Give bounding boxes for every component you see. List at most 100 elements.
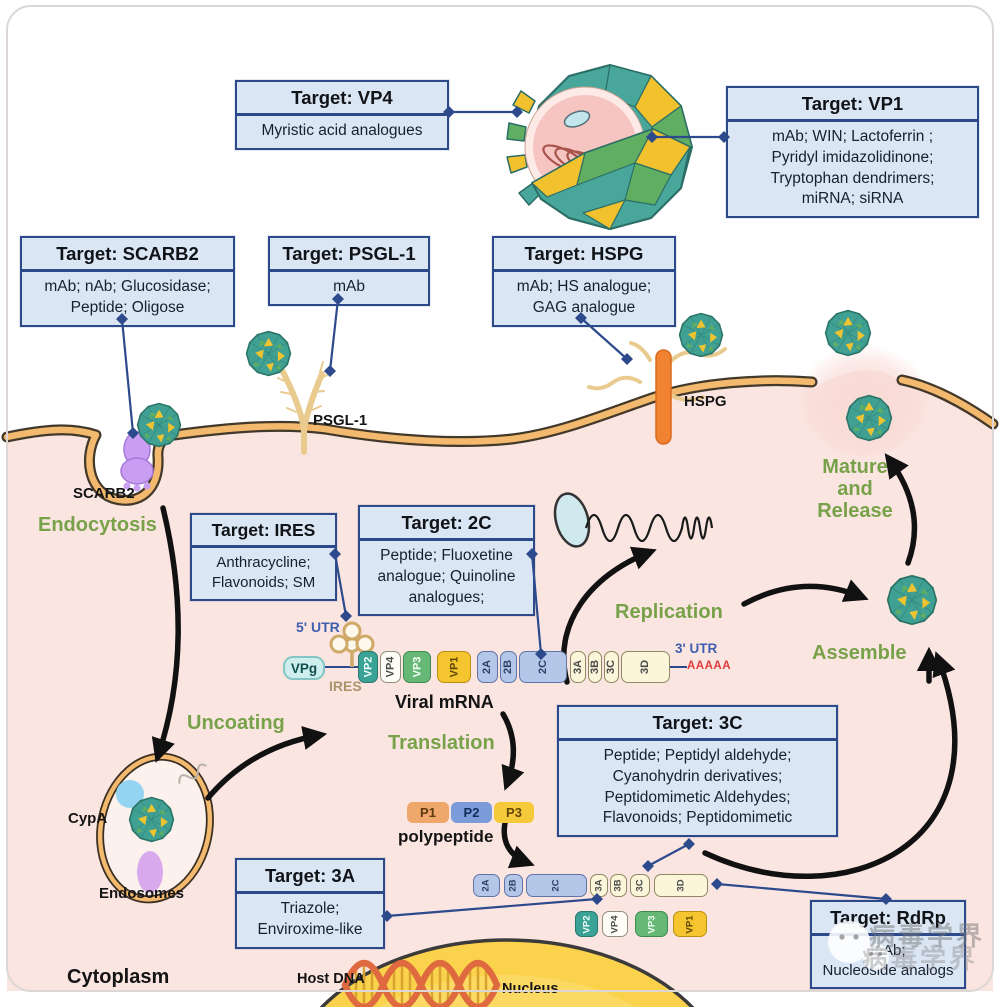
genome-seg-vp2: VP2 (358, 651, 378, 683)
cytoplasm-label: Cytoplasm (67, 966, 170, 988)
assemble-arrow (741, 579, 869, 607)
virus-particle (128, 796, 175, 843)
cypa-label: CypA (68, 810, 108, 827)
uncoating-arrow (205, 726, 328, 801)
drug-line: Peptide; Fluoxetine (380, 547, 513, 564)
target-box-title: Target: PSGL-1 (270, 238, 428, 272)
virus-particle (845, 394, 893, 442)
genome-seg-3a: 3A (570, 651, 586, 683)
vpg-cap: VPg (283, 656, 325, 680)
virus-particle (886, 574, 938, 626)
protein-vp3: VP3 (635, 911, 668, 937)
target-box-scarb2: Target: SCARB2 mAb; nAb; Glucosidase; Pe… (20, 236, 235, 327)
virus-particle (245, 330, 292, 377)
target-box-hspg: Target: HSPG mAb; HS analogue; GAG analo… (492, 236, 676, 327)
drug-line: mAb (333, 278, 365, 295)
target-box-title: Target: 2C (360, 507, 533, 541)
rna-coil (178, 763, 207, 784)
three-utr-label: 3' UTR (675, 641, 718, 656)
drug-line: Enviroxime-like (257, 920, 363, 938)
drug-line: analogues; (408, 588, 485, 606)
five-utr-label: 5' UTR (296, 619, 340, 635)
translation-arrow (500, 711, 525, 791)
drug-line: Tryptophan dendrimers; (770, 169, 935, 187)
virus-particle (824, 309, 872, 357)
target-box-psgl1: Target: PSGL-1 mAb (268, 236, 430, 306)
target-box-title: Target: VP4 (237, 82, 447, 116)
virus-particle (678, 312, 724, 358)
drug-line: mAb; HS analogue; (516, 278, 652, 295)
genome-seg-vp3: VP3 (403, 651, 431, 683)
drug-line: Triazole; (280, 900, 340, 917)
endosomes-label: Endosomes (99, 885, 185, 902)
host-dna-label: Host DNA (297, 971, 365, 987)
drug-line: miRNA; siRNA (801, 190, 904, 208)
protein-3c: 3C (630, 874, 650, 897)
drug-line: Flavonoids; Peptidomimetic (602, 809, 793, 827)
drug-line: Myristic acid analogues (261, 122, 423, 139)
target-box-3a: Target: 3A Triazole; Enviroxime-like (235, 858, 385, 949)
genome-seg-3b: 3B (588, 651, 602, 683)
protein-3a: 3A (590, 874, 608, 897)
drug-line: mAb; WIN; Lactoferrin ; (771, 128, 934, 145)
nucleus-label: Nucleus (502, 981, 559, 997)
poly-a-label: AAAAA (687, 660, 732, 672)
target-box-2c: Target: 2C Peptide; Fluoxetine analogue;… (358, 505, 535, 617)
drug-line: Peptide; Oligose (70, 298, 185, 316)
protein-vp4: VP4 (602, 911, 628, 937)
psgl1-label: PSGL-1 (313, 412, 368, 429)
replication-rna (553, 492, 714, 548)
stage-endocytosis: Endocytosis (38, 514, 157, 536)
target-box-title: Target: 3A (237, 860, 383, 894)
target-box-title: Target: IRES (192, 515, 335, 548)
polyprotein-p1: P1 (407, 802, 449, 823)
genome-seg-vp1: VP1 (437, 651, 471, 683)
genome-seg-2c: 2C (519, 651, 567, 683)
cleavage-arrow (501, 815, 535, 869)
virus-particle (136, 402, 182, 448)
protein-2b: 2B (504, 874, 523, 897)
protein-3d: 3D (654, 874, 708, 897)
drug-line: Peptide; Peptidyl aldehyde; (603, 747, 792, 764)
stage-mature-release: Mature and Release (817, 456, 893, 522)
genome-seg-3c: 3C (604, 651, 619, 683)
stage-replication: Replication (615, 601, 723, 623)
watermark-text: 病毒学界 (869, 921, 986, 951)
genome-seg-2b: 2B (500, 651, 517, 683)
virus-capsid-cutaway (506, 64, 693, 230)
polyprotein-p2: P2 (451, 802, 492, 823)
target-box-vp4: Target: VP4 Myristic acid analogues (235, 80, 449, 150)
drug-line: Pyridyl imidazolidinone; (771, 148, 934, 166)
polypeptide-label: polypeptide (398, 827, 494, 846)
target-box-title: Target: HSPG (494, 238, 674, 272)
protein-vp1: VP1 (673, 911, 707, 937)
drug-line: Peptidomimetic Aldehydes; (604, 788, 791, 806)
drug-line: Anthracycline; (216, 554, 311, 571)
protein-2a: 2A (473, 874, 500, 897)
drug-line: analogue; Quinoline (377, 567, 516, 585)
endocytosis-arrow (151, 505, 181, 763)
genome-seg-2a: 2A (477, 651, 498, 683)
scarb2-receptor (120, 431, 154, 492)
cypa-blob (116, 780, 144, 808)
viral-mrna-label: Viral mRNA (395, 692, 494, 712)
stage-uncoating: Uncoating (187, 712, 285, 734)
watermark-text-ghost: 病毒学界 (862, 944, 979, 974)
genome-seg-vp4: VP4 (380, 651, 401, 683)
target-box-title: Target: 3C (559, 707, 836, 741)
ires-label: IRES (329, 678, 362, 694)
stage-assemble: Assemble (812, 642, 907, 664)
host-dna-helix (341, 960, 501, 1007)
drug-line: Cyanohydrin derivatives; (612, 767, 783, 785)
protein-2c: 2C (526, 874, 587, 897)
polyprotein-p3: P3 (494, 802, 534, 823)
target-box-vp1: Target: VP1 mAb; WIN; Lactoferrin ; Pyri… (726, 86, 979, 219)
target-box-title: Target: SCARB2 (22, 238, 233, 272)
protein-3b: 3B (610, 874, 627, 897)
drug-line: mAb; nAb; Glucosidase; (44, 278, 211, 295)
scarb2-label: SCARB2 (73, 485, 135, 502)
drug-line: Flavonoids; SM (211, 574, 316, 592)
stage-translation: Translation (388, 732, 495, 754)
hspg-label: HSPG (684, 393, 727, 410)
